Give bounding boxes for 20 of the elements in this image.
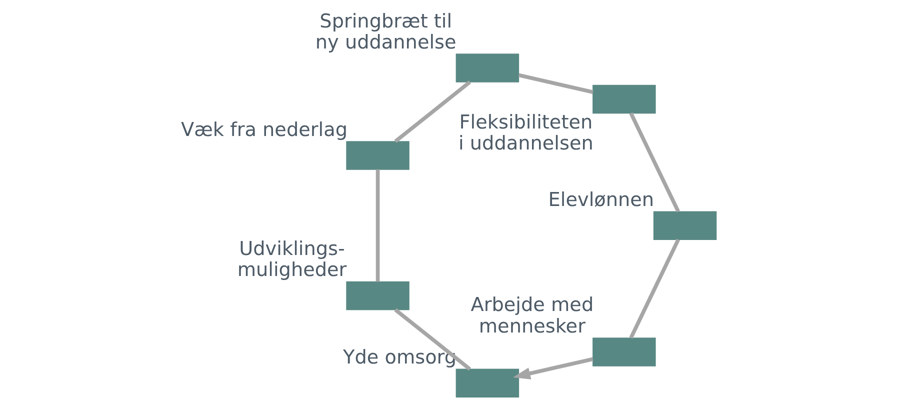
node-label: Elevlønnen — [548, 188, 654, 211]
node-box — [455, 368, 519, 398]
connector — [628, 238, 680, 339]
arrow — [512, 357, 593, 380]
connector — [394, 308, 471, 371]
node-box — [592, 84, 656, 114]
node-box — [346, 281, 409, 310]
connector — [394, 80, 471, 143]
node-label: Væk fra nederlag — [180, 118, 347, 141]
connector — [518, 73, 593, 94]
connector — [628, 112, 680, 212]
node-label: Arbejde med mennesker — [470, 293, 594, 338]
node-box — [346, 141, 409, 170]
node-box — [455, 54, 519, 82]
node-label: Udviklings- muligheder — [236, 236, 346, 282]
node-box — [592, 338, 656, 366]
connector — [375, 169, 380, 282]
node-label: Springbræt til ny uddannelse — [314, 9, 456, 54]
node-box — [652, 211, 716, 240]
node-label: Fleksibiliteten i uddannelsen — [458, 110, 593, 155]
